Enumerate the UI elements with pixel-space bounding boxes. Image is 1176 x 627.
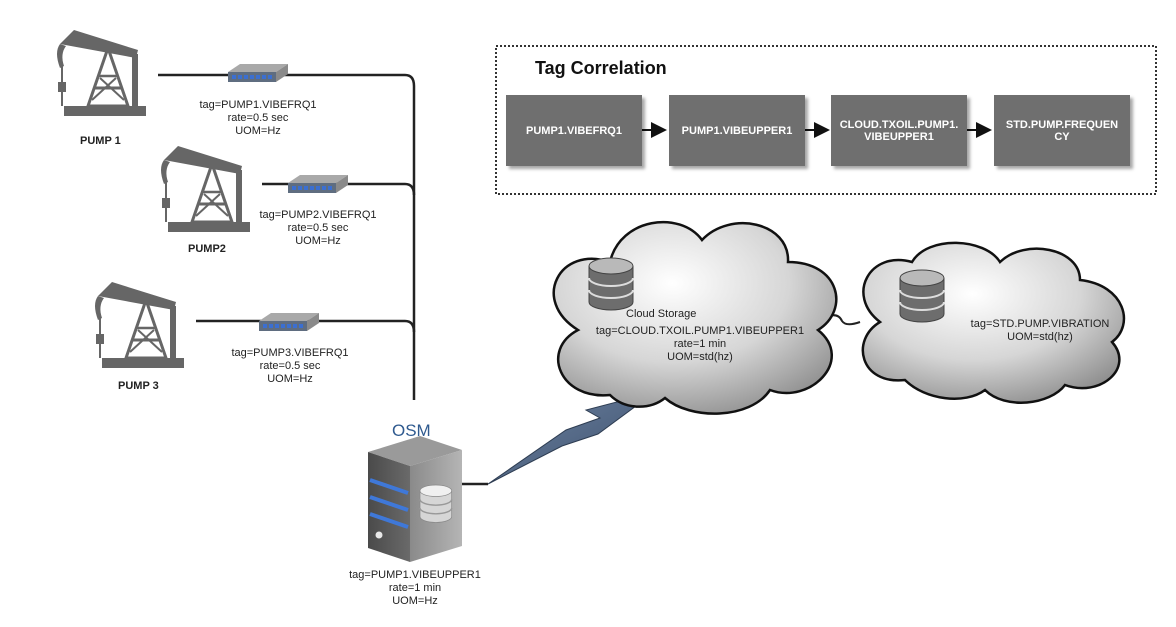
network-switch-icon <box>259 313 319 331</box>
network-switch-icon <box>228 64 288 82</box>
database-icon <box>588 257 634 311</box>
tag-correlation-frame <box>495 45 1157 195</box>
pump-2-name: PUMP2 <box>188 243 226 255</box>
pumpjack-icon <box>55 28 148 118</box>
pump-1-name: PUMP 1 <box>80 135 121 147</box>
pumpjack-icon <box>93 280 186 370</box>
osm-title: OSM <box>392 421 431 440</box>
pumpjack-icon <box>159 144 252 234</box>
network-switch-icon <box>288 175 348 193</box>
pump2-link <box>262 182 416 196</box>
tag-correlation-box: CLOUD.TXOIL.PUMP1.VIBEUPPER1 <box>831 95 967 166</box>
pump-3-name: PUMP 3 <box>118 380 159 392</box>
database-icon <box>899 269 945 323</box>
tag-correlation-box: PUMP1.VIBEUPPER1 <box>669 95 805 166</box>
cloud-storage-title: Cloud Storage <box>626 308 697 320</box>
pump3-link <box>196 319 416 333</box>
tag-correlation-box: STD.PUMP.FREQUENCY <box>994 95 1130 166</box>
tag-correlation-box: PUMP1.VIBEFRQ1 <box>506 95 642 166</box>
tag-correlation-title: Tag Correlation <box>535 58 667 78</box>
osm-server-icon <box>368 436 462 562</box>
pump1-link <box>158 73 416 400</box>
